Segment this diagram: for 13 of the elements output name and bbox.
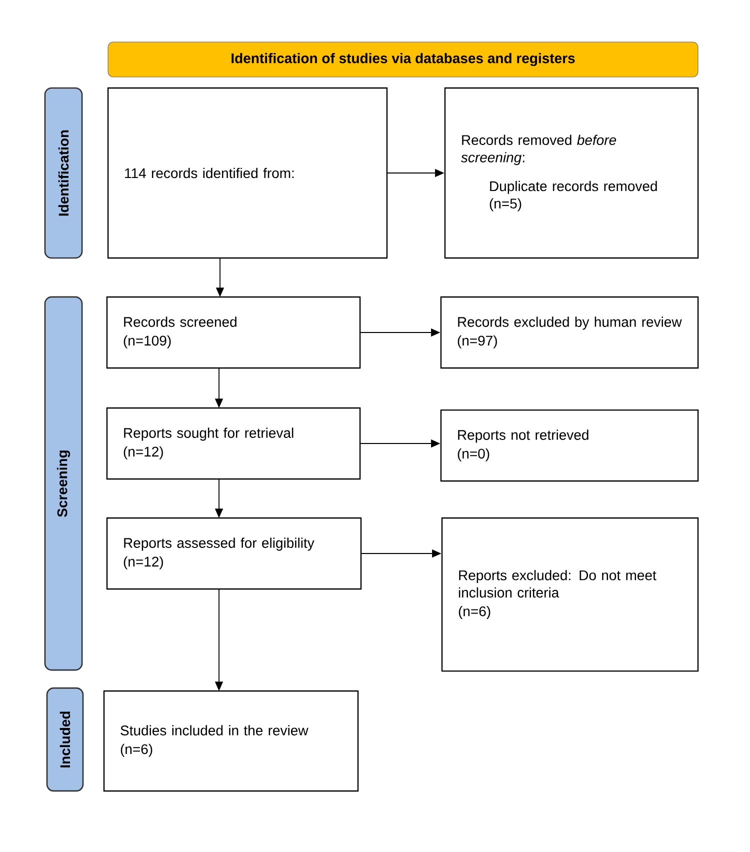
process-box: Reports sought for retrieval (n=12) [106,407,361,480]
phase-label: Included [46,687,84,792]
process-box: Reports not retrieved (n=0) [440,409,699,482]
phase-label: Identification [44,87,83,259]
process-box: Records excluded by human review (n=97) [440,296,699,369]
phase-label: Screening [44,296,83,671]
process-box: Studies included in the review (n=6) [103,690,359,792]
process-box: Reports assessed for eligibility (n=12) [106,517,362,590]
section-header: Identification of studies via databases and registers [108,42,698,78]
process-box: Reports excluded: Do not meet inclusion criteria (n=6) [441,517,699,672]
process-box: Records removed before screening: Duplicate records removed (n=5) [444,87,699,259]
process-box: 114 records identified from: [107,87,388,259]
process-box: Records screened (n=109) [106,296,361,369]
